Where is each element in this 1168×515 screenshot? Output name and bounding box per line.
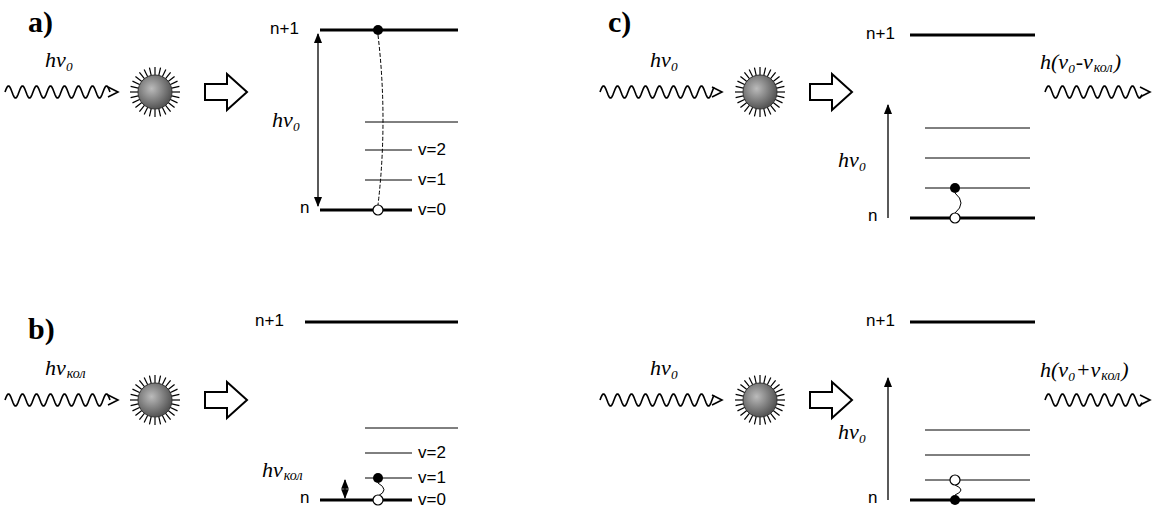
photon-label: h(ν₀+ν xyxy=(1040,358,1100,382)
panel-letter: c) xyxy=(608,5,631,38)
photon-label: h(ν₀-ν xyxy=(1040,50,1093,74)
photon-label: hν₀ xyxy=(650,48,678,72)
photon-label: hν₀ xyxy=(650,356,678,380)
photon-wave xyxy=(600,394,714,406)
photon-wave xyxy=(600,86,714,98)
photon-arrowhead xyxy=(1140,87,1150,97)
photon-wave xyxy=(5,394,110,406)
photon-arrowhead xyxy=(712,87,722,97)
energy-label: hν xyxy=(262,458,283,482)
energy-label: hν₀ xyxy=(272,108,300,132)
level-label: n xyxy=(868,207,877,226)
photon-wave xyxy=(1045,86,1142,98)
vib-level-label: v=2 xyxy=(418,444,446,463)
vib-level-label: v=2 xyxy=(418,141,446,160)
photon-wave xyxy=(1045,394,1142,406)
photon-label: hν xyxy=(45,356,66,380)
vib-level-label: v=0 xyxy=(418,491,446,510)
photon-arrowhead xyxy=(108,87,118,97)
level-label: n+1 xyxy=(255,312,284,331)
level-label: n+1 xyxy=(270,20,299,39)
photon-arrowhead xyxy=(1140,395,1150,405)
photon-label: ) xyxy=(1121,358,1128,382)
photon-arrowhead xyxy=(108,395,118,405)
energy-label: hν₀ xyxy=(838,148,866,172)
level-label: n xyxy=(300,199,309,218)
subscript: кол xyxy=(284,468,303,483)
vib-level-label: v=1 xyxy=(418,469,446,488)
vib-level-label: v=1 xyxy=(418,171,446,190)
photon-wave xyxy=(5,86,110,98)
level-label: n+1 xyxy=(866,25,895,44)
subscript: кол xyxy=(1094,60,1113,75)
photon-label: hν₀ xyxy=(45,48,73,72)
vib-level-label: v=0 xyxy=(418,201,446,220)
energy-label: hν₀ xyxy=(838,420,866,444)
level-label: n+1 xyxy=(866,312,895,331)
photon-label: ) xyxy=(1114,50,1121,74)
level-label: n xyxy=(300,489,309,508)
subscript: кол xyxy=(1101,368,1120,383)
panel-letter: b) xyxy=(28,312,55,345)
panel-letter: a) xyxy=(28,5,53,38)
level-label: n xyxy=(868,489,877,508)
subscript: кол xyxy=(67,366,86,381)
photon-arrowhead xyxy=(712,395,722,405)
